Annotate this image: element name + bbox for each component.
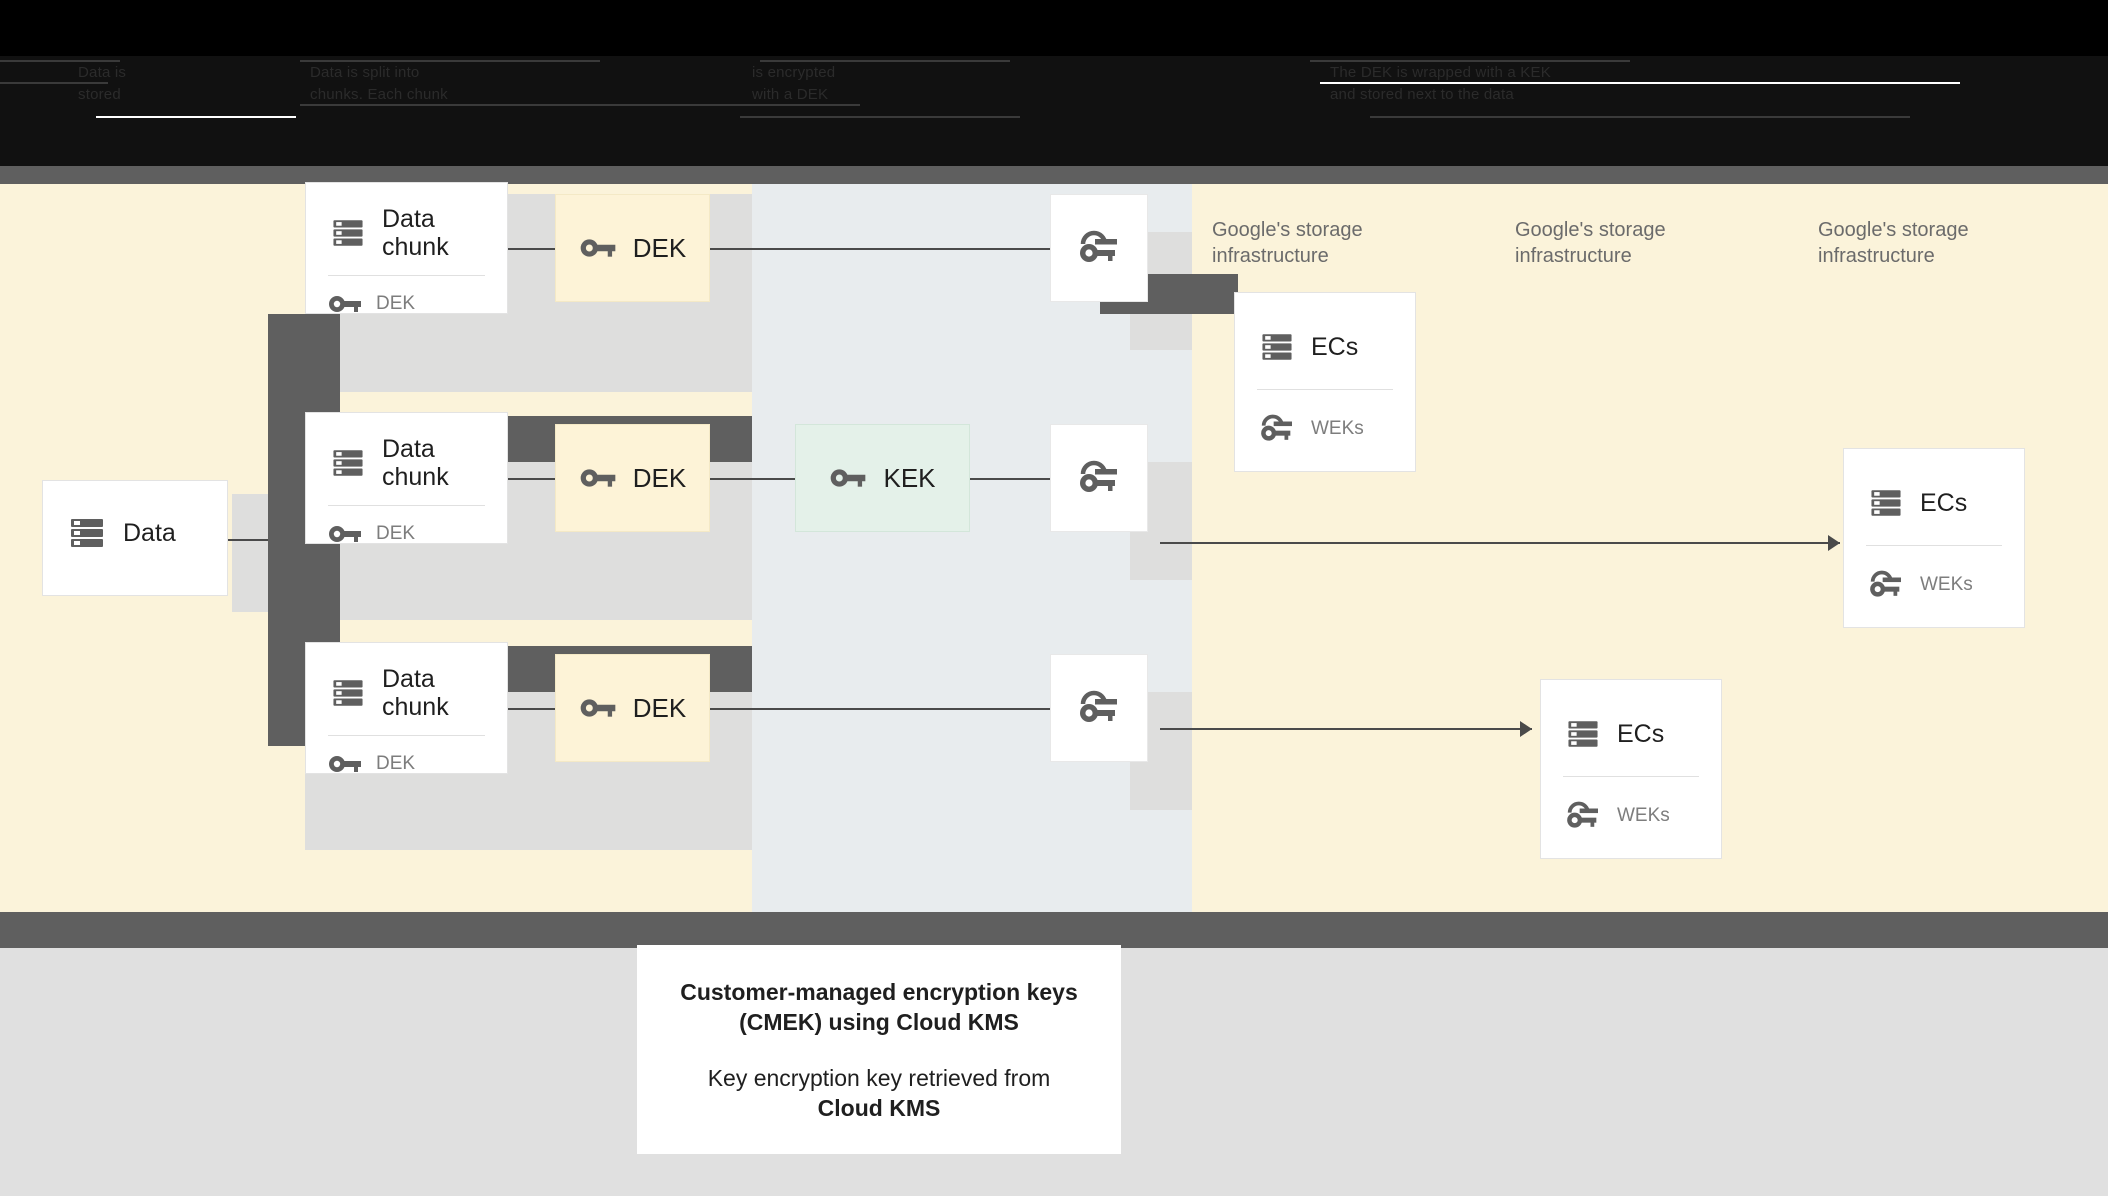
card-data-chunk-3-title: Data chunk bbox=[382, 665, 449, 721]
wrapped-key-icon bbox=[1563, 801, 1603, 831]
caption-title: Customer-managed encryption keys (CMEK) … bbox=[680, 978, 1078, 1035]
box-dek-1-label: DEK bbox=[632, 232, 687, 263]
header-black-band bbox=[0, 0, 2108, 56]
header-column-2-line2: chunks. Each chunk bbox=[310, 86, 448, 103]
wrapped-key-icon bbox=[1866, 570, 1906, 600]
card-data-chunk-2[interactable]: Data chunk DEK bbox=[305, 412, 508, 544]
server-icon bbox=[1563, 714, 1603, 754]
card-divider bbox=[328, 505, 485, 506]
key-icon bbox=[829, 465, 867, 491]
box-dek-2-label: DEK bbox=[632, 462, 687, 493]
box-dek-3-label: DEK bbox=[632, 692, 687, 723]
key-icon bbox=[328, 522, 362, 546]
connector-wek3-ec3 bbox=[1160, 728, 1532, 730]
header-column-2-line1: Data is split into bbox=[310, 64, 420, 81]
caption-card: Customer-managed encryption keys (CMEK) … bbox=[637, 945, 1121, 1154]
server-icon bbox=[1257, 327, 1297, 367]
card-divider bbox=[1257, 389, 1393, 390]
server-icon bbox=[65, 511, 109, 555]
infra-label-1: Google's storage infrastructure bbox=[1212, 219, 1363, 267]
infra-label-3: Google's storage infrastructure bbox=[1818, 219, 1969, 267]
wrapped-key-icon bbox=[1076, 230, 1122, 266]
connector-chunk3-dek3 bbox=[508, 708, 576, 710]
connector-kek-to-wek bbox=[1010, 478, 1074, 480]
card-data-chunk-3[interactable]: Data chunk DEK bbox=[305, 642, 508, 774]
header-column-4-line2: and stored next to the data bbox=[1330, 86, 1514, 103]
card-ecs-3[interactable]: ECs WEKs bbox=[1540, 679, 1722, 859]
box-dek-3[interactable]: DEK bbox=[555, 654, 710, 762]
box-kek[interactable]: KEK bbox=[795, 424, 970, 532]
header-column-4-line1: The DEK is wrapped with a KEK bbox=[1330, 64, 1551, 81]
diagram-canvas: Data Data chunk bbox=[0, 182, 2108, 912]
card-data-chunk-3-key-label: DEK bbox=[376, 753, 416, 774]
redaction-stroke bbox=[760, 60, 1010, 62]
card-ecs-1-key-label: WEKs bbox=[1311, 418, 1364, 439]
redaction-stroke bbox=[1320, 82, 1960, 84]
box-wrapped-key-1[interactable] bbox=[1050, 194, 1148, 302]
card-data-source-label: Data bbox=[123, 519, 176, 547]
box-wrapped-key-3[interactable] bbox=[1050, 654, 1148, 762]
header-redacted-text-band: Data is stored Data is split into chunks… bbox=[0, 56, 2108, 166]
arrow-wek3-ec3 bbox=[1520, 721, 1532, 737]
key-icon bbox=[328, 752, 362, 776]
card-divider bbox=[1866, 545, 2002, 546]
card-ecs-3-key-label: WEKs bbox=[1617, 805, 1670, 826]
box-kek-label: KEK bbox=[883, 462, 936, 493]
card-ecs-1[interactable]: ECs WEKs bbox=[1234, 292, 1416, 472]
bottom-grey-separator bbox=[0, 912, 2108, 948]
card-data-chunk-2-key-label: DEK bbox=[376, 523, 416, 544]
card-ecs-1-title: ECs bbox=[1311, 333, 1359, 361]
card-divider bbox=[328, 275, 485, 276]
card-data-chunk-1[interactable]: Data chunk DEK bbox=[305, 182, 508, 314]
header-column-1-line2: stored bbox=[78, 86, 121, 103]
redaction-stroke bbox=[96, 116, 296, 118]
caption-body: Key encryption key retrieved from Cloud … bbox=[708, 1063, 1051, 1123]
key-icon bbox=[579, 695, 617, 721]
redaction-stroke bbox=[300, 60, 600, 62]
server-icon bbox=[328, 443, 368, 483]
card-divider bbox=[1563, 776, 1699, 777]
header-column-3-line2: with a DEK bbox=[752, 86, 829, 103]
card-ecs-2-key-label: WEKs bbox=[1920, 574, 1973, 595]
arrow-wek2-ec2 bbox=[1828, 535, 1840, 551]
key-icon bbox=[328, 292, 362, 316]
card-ecs-3-title: ECs bbox=[1617, 720, 1665, 748]
card-data-chunk-1-title: Data chunk bbox=[382, 205, 449, 261]
key-icon bbox=[579, 465, 617, 491]
wrapped-key-icon bbox=[1076, 690, 1122, 726]
redaction-stroke bbox=[0, 82, 108, 84]
key-icon bbox=[579, 235, 617, 261]
redaction-stroke bbox=[740, 116, 1020, 118]
redaction-stroke bbox=[0, 60, 120, 62]
header-column-1-line1: Data is bbox=[78, 64, 127, 81]
box-wrapped-key-2[interactable] bbox=[1050, 424, 1148, 532]
infra-label-2: Google's storage infrastructure bbox=[1515, 219, 1666, 267]
redaction-stroke bbox=[300, 104, 860, 106]
server-icon bbox=[328, 673, 368, 713]
top-grey-separator bbox=[0, 166, 2108, 184]
connector-wek2-ec2 bbox=[1160, 542, 1840, 544]
connector-chunk2-dek2 bbox=[508, 478, 576, 480]
wrapped-key-icon bbox=[1257, 414, 1297, 444]
redaction-stroke bbox=[1370, 116, 1910, 118]
card-ecs-2-title: ECs bbox=[1920, 489, 1968, 517]
card-data-chunk-1-key-label: DEK bbox=[376, 293, 416, 314]
server-icon bbox=[328, 213, 368, 253]
redaction-stroke bbox=[1310, 60, 1630, 62]
box-dek-2[interactable]: DEK bbox=[555, 424, 710, 532]
card-data-source[interactable]: Data bbox=[42, 480, 228, 596]
connector-dek1-wek1 bbox=[710, 248, 1052, 250]
caption-body-prefix: Key encryption key retrieved from bbox=[707, 1064, 1051, 1091]
connector-chunk1-dek1 bbox=[508, 248, 576, 250]
header-column-3-line1: is encrypted bbox=[752, 64, 836, 81]
wrapped-key-icon bbox=[1076, 460, 1122, 496]
card-divider bbox=[328, 735, 485, 736]
connector-dek3-wek3 bbox=[710, 708, 1052, 710]
card-ecs-2[interactable]: ECs WEKs bbox=[1843, 448, 2025, 628]
server-icon bbox=[1866, 483, 1906, 523]
caption-body-bold: Cloud KMS bbox=[817, 1094, 941, 1121]
box-dek-1[interactable]: DEK bbox=[555, 194, 710, 302]
card-data-chunk-2-title: Data chunk bbox=[382, 435, 449, 491]
